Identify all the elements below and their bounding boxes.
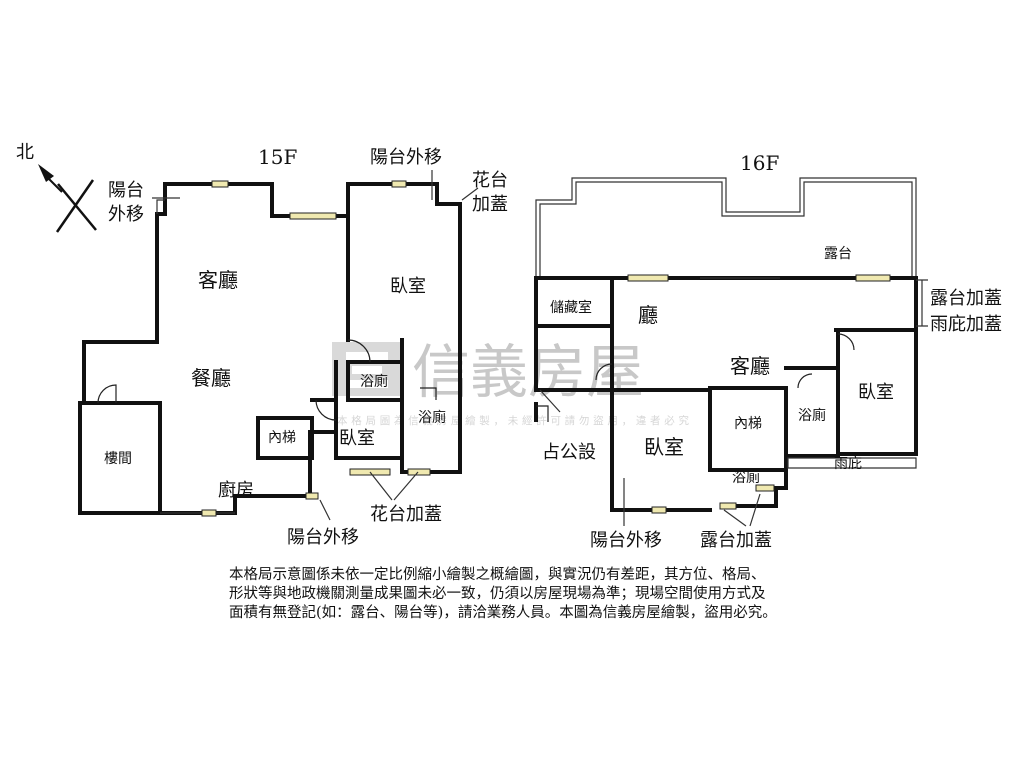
f16-door-bedroom-right (837, 333, 855, 351)
f16-inner-stair-label: 內梯 (734, 416, 762, 432)
f15-planter-cover-top-l2: 加蓋 (472, 194, 508, 215)
f16-door-bath1 (797, 373, 813, 389)
f15-stair-label: 樓間 (104, 451, 132, 467)
watermark-brand: 信義房屋 (412, 338, 644, 406)
f15-balcony-move-top-l2: 外移 (108, 204, 144, 225)
f15-kitchen-label: 廚房 (218, 479, 254, 501)
north-label: 北 (16, 142, 34, 163)
disclaimer-line-1: 本格局示意圖係未依一定比例縮小繪製之概繪圖，與實況仍有差距，其方位、格局、 (229, 567, 766, 583)
f15-living-label: 客廳 (198, 268, 238, 292)
f16-outer-wall (534, 276, 918, 512)
f16-storage-label: 儲藏室 (550, 299, 592, 316)
f15-leaders (152, 170, 479, 521)
f15-bath2-label: 浴廁 (418, 409, 446, 426)
f15-inner-walls (256, 214, 404, 460)
f16-leaders (539, 279, 928, 527)
disclaimer-line-2: 形狀等與地政機關測量成果圖未必一致，仍須以房屋現場為準；現場空間使用方式及 (229, 586, 766, 602)
f15-dining-label: 餐廳 (191, 366, 231, 390)
f16-hall-label: 廳 (638, 303, 658, 327)
f16-balcony-move: 陽台外移 (590, 530, 662, 551)
f16-living-label: 客廳 (730, 354, 770, 378)
f16-windows (627, 274, 891, 514)
f16-canopy-strip (787, 457, 917, 469)
f15-balcony-left (156, 199, 165, 214)
f15-balcony-move-bottom: 陽台外移 (287, 527, 359, 548)
f15-bedroom-main-label: 臥室 (390, 276, 426, 297)
floor-16f: 16F 露台 儲藏室 廳 客廳 臥室 臥室 內梯 浴廁 (534, 151, 1002, 551)
disclaimer-line-3: 面積有無登記(如：露台、陽台等)，請洽業務人員。本圖為信義房屋繪製，盜用必究。 (229, 605, 777, 621)
f15-planter-cover-bottom: 花台加蓋 (370, 504, 442, 525)
f15-bath1-wall (346, 360, 404, 402)
f16-bedroom-right-label: 臥室 (858, 382, 894, 403)
f16-inner-walls (534, 276, 918, 472)
f15-balcony-move-top-right: 陽台外移 (370, 147, 442, 168)
disclaimer-note: 本格局示意圖係未依一定比例縮小繪製之概繪圖，與實況仍有差距，其方位、格局、 形狀… (229, 566, 869, 623)
floor-16f-title: 16F (740, 151, 779, 175)
f16-bath1-label: 浴廁 (798, 407, 826, 424)
f16-door-storage (595, 363, 613, 381)
floor-15f: 15F 北 (16, 142, 508, 548)
watermark-small-text: 本格局圖為信義房屋繪製，未經許可請勿盜用，違者必究 (337, 414, 690, 427)
f15-bath1-label: 浴廁 (360, 373, 388, 390)
f15-door-small-bed (315, 399, 337, 421)
f16-door-entry (536, 405, 549, 422)
f15-outer-wall (78, 182, 462, 515)
f15-door-bath2 (420, 387, 437, 400)
floor-15f-title: 15F (258, 145, 297, 169)
f15-door-bedroom (347, 339, 371, 363)
f15-balcony-move-top-l1: 陽台 (108, 180, 144, 201)
f16-canopy-cover: 雨庇加蓋 (930, 314, 1002, 335)
watermark: 信義房屋 本格局圖為信義房屋繪製，未經許可請勿盜用，違者必究 (332, 338, 690, 427)
f16-terrace-label: 露台 (824, 246, 852, 262)
f16-terrace-cover-bottom: 露台加蓋 (700, 530, 772, 551)
f15-bedroom-small-label: 臥室 (339, 428, 375, 449)
f16-bedroom-left-label: 臥室 (644, 435, 684, 459)
f16-common-area: 占公設 (542, 442, 596, 463)
f15-inner-stair-label: 內梯 (268, 430, 296, 446)
f16-bath2-label: 浴廁 (732, 469, 760, 486)
f16-terrace-outline (535, 177, 917, 278)
f15-door-stair (97, 384, 117, 404)
f16-terrace-cover: 露台加蓋 (930, 288, 1002, 309)
f15-planter-cover-top-l1: 花台 (472, 170, 508, 191)
north-arrow-icon (38, 164, 97, 233)
f15-stair-wall (78, 401, 162, 515)
f16-courtyard-label: 雨庇 (834, 456, 862, 472)
